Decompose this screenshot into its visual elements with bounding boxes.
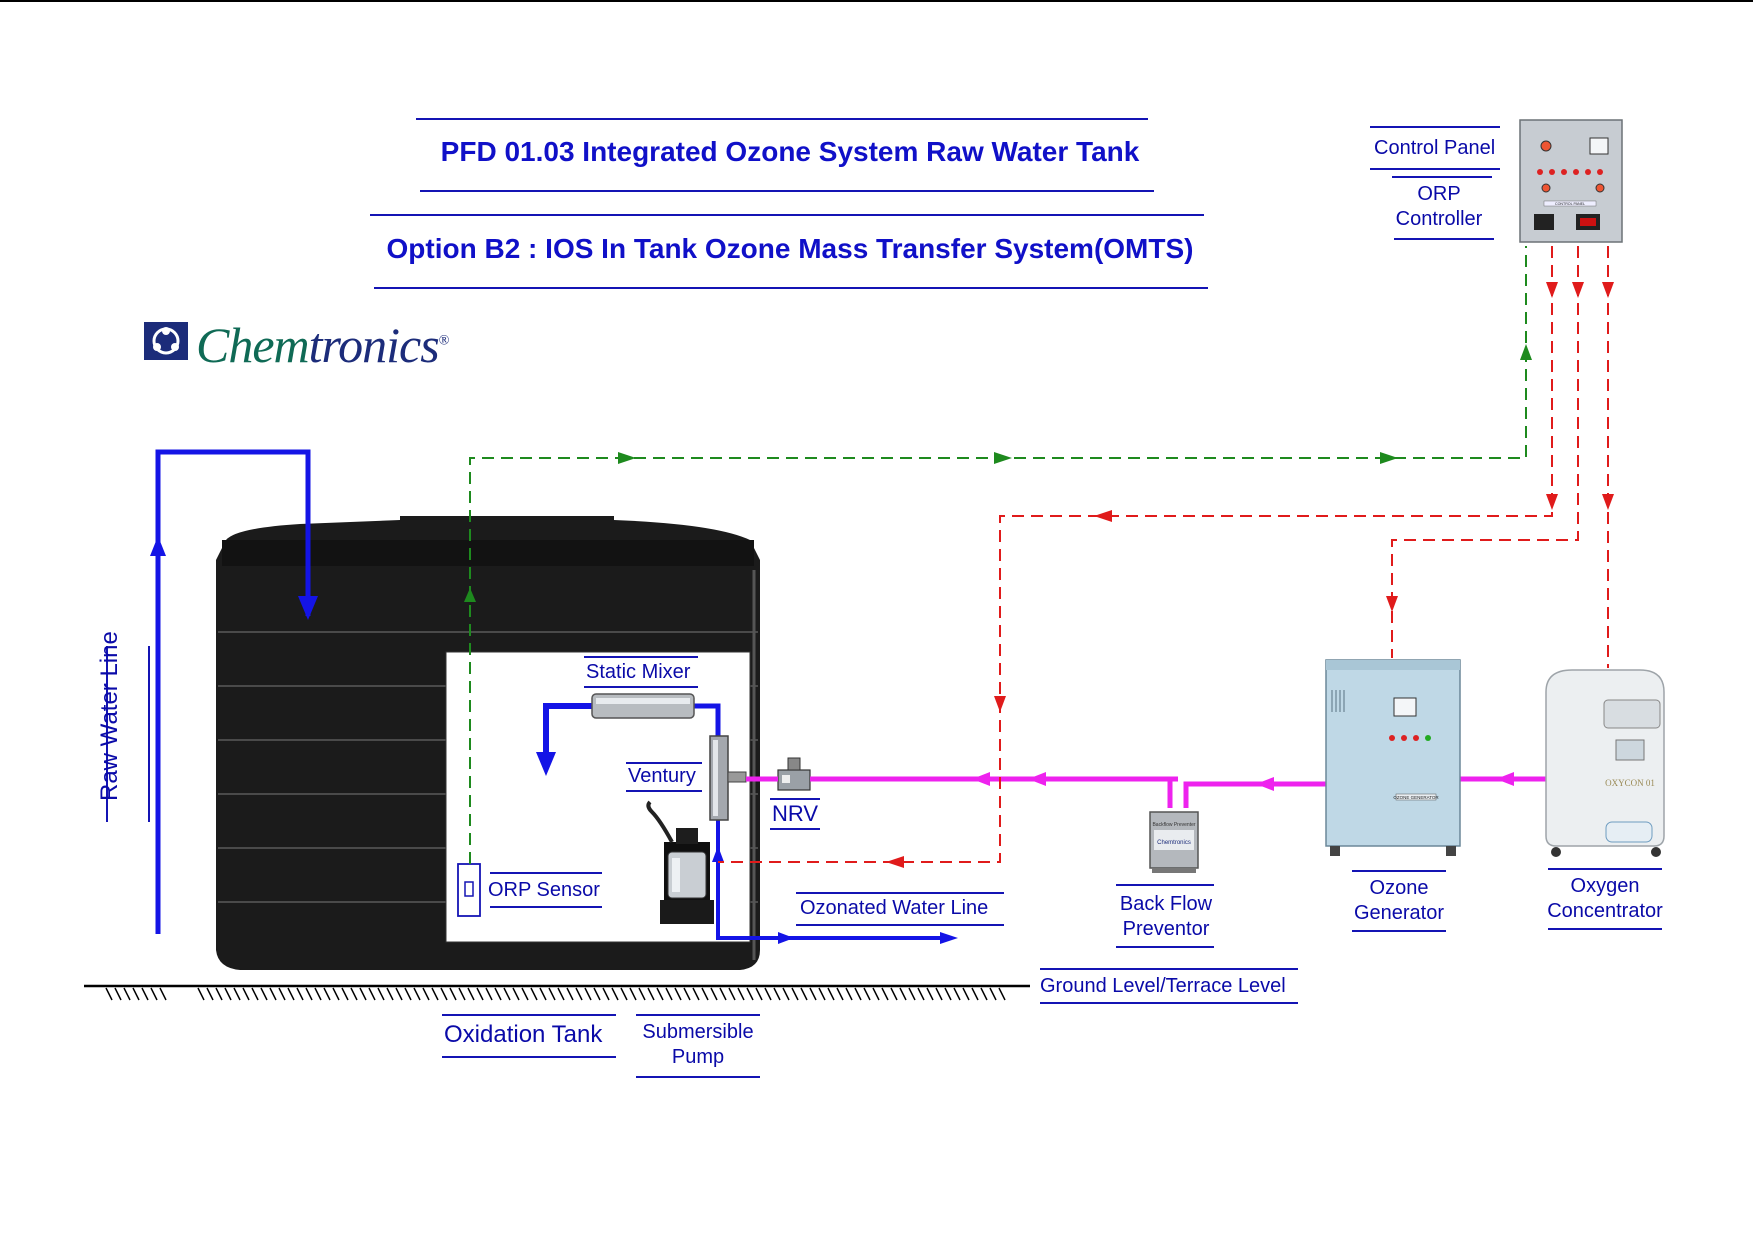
back-flow-rule-bottom <box>1116 946 1214 948</box>
raw-water-pipe <box>155 449 311 934</box>
oxidation-tank-rule-top <box>442 1014 616 1016</box>
panel-plate-text: CONTROL PANEL <box>1555 202 1585 206</box>
subtitle-rule-top <box>370 214 1204 216</box>
back-flow-line-1: Back Flow <box>1119 893 1213 915</box>
static-mixer <box>591 693 695 719</box>
ozone-gen-line-2: Generator <box>1353 902 1445 924</box>
venturi-rule-top <box>626 762 702 764</box>
ozonated-water-line-label: Ozonated Water Line <box>800 897 989 919</box>
back-flow-line-2: Preventor <box>1122 918 1210 940</box>
back-flow-preventer: Backflow Preventer Chemtronics <box>1149 811 1199 873</box>
back-flow-rule-top <box>1116 884 1214 886</box>
orp-controller-rule-bottom <box>1394 238 1494 240</box>
title-rule-bottom <box>420 190 1154 192</box>
nrv-label: NRV <box>772 801 819 826</box>
control-signals <box>718 246 1609 863</box>
submersible-pump <box>646 800 714 924</box>
ground-hatch <box>105 987 1006 1001</box>
oxygen-line-1: Oxygen <box>1570 875 1640 897</box>
diagram-subtitle: Option B2 : IOS In Tank Ozone Mass Trans… <box>386 233 1194 264</box>
venturi-rule-bottom <box>626 790 702 792</box>
oxidation-tank-label: Oxidation Tank <box>444 1021 603 1048</box>
control-panel-label: Control Panel <box>1374 137 1496 159</box>
oxidation-tank-rule-bottom <box>442 1056 616 1058</box>
orp-controller-label: ORP Controller <box>1384 182 1494 232</box>
sub-pump-line-2: Pump <box>671 1046 725 1068</box>
sub-pump-line-1: Submersible <box>642 1021 754 1043</box>
logo-part-tronics: tronics <box>308 317 440 373</box>
ozone-gen-line-1: Ozone <box>1369 877 1429 899</box>
ozone-generator: OZONE GENERATOR <box>1325 659 1461 856</box>
control-panel-rule-top <box>1370 126 1500 128</box>
ground-level-rule-bottom <box>1040 1002 1298 1004</box>
ozonated-water-rule-bottom <box>796 924 1004 926</box>
static-mixer-label: Static Mixer <box>586 661 691 683</box>
registered-mark: ® <box>438 333 450 349</box>
nrv-valve <box>777 757 811 791</box>
submersible-pump-label: Submersible Pump <box>630 1020 766 1070</box>
static-mixer-rule-bottom <box>584 686 698 688</box>
orp-controller-rule-top <box>1392 176 1492 178</box>
orp-sensor-rule-bottom <box>490 906 602 908</box>
subtitle-rule-bottom <box>374 287 1208 289</box>
sub-pump-rule-bottom <box>636 1076 760 1078</box>
ozone-generator-label: Ozone Generator <box>1340 876 1458 926</box>
ground-level-label: Ground Level/Terrace Level <box>1040 975 1286 997</box>
oxygen-line-2: Concentrator <box>1547 900 1663 922</box>
raw-water-rule-right <box>148 646 150 822</box>
logo-part-chem: Chem <box>196 317 310 373</box>
orp-sensor <box>457 863 481 917</box>
control-panel-cabinet: CONTROL PANEL <box>1519 119 1623 243</box>
orp-sensor-rule-top <box>490 872 602 874</box>
mixer-loop-pipe <box>692 703 721 738</box>
ozone-plate-text: OZONE GENERATOR <box>1393 795 1439 800</box>
orp-controller-line-1: ORP <box>1417 183 1461 205</box>
chemtronics-logo-icon <box>144 322 188 360</box>
oxygen-rule-top <box>1548 868 1662 870</box>
ozonated-water-rule-top <box>796 892 1004 894</box>
oxygen-concentrator: OXYCON 01 <box>1545 669 1665 857</box>
nrv-rule-top <box>770 798 820 800</box>
oxygen-rule-bottom <box>1548 928 1662 930</box>
venturi-label: Ventury <box>628 765 696 787</box>
raw-water-rule-left <box>106 646 108 822</box>
static-mixer-rule-top <box>584 656 698 658</box>
bfp-brand-text: Chemtronics <box>1157 840 1191 846</box>
bfp-plate-text: Backflow Preventer <box>1152 822 1195 828</box>
back-flow-preventor-label: Back Flow Preventor <box>1106 892 1226 942</box>
orp-sensor-label: ORP Sensor <box>488 879 600 901</box>
oxygen-concentrator-label: Oxygen Concentrator <box>1536 874 1674 924</box>
diagram-title: PFD 01.03 Integrated Ozone System Raw Wa… <box>440 136 1140 167</box>
ozone-gen-rule-top <box>1352 870 1446 872</box>
ozonated-water-pipe <box>716 868 952 940</box>
oxycon-plate-text: OXYCON 01 <box>1605 778 1655 788</box>
raw-water-line-label: Raw Water Line <box>96 631 123 801</box>
ozone-gen-rule-bottom <box>1352 930 1446 932</box>
title-rule-top <box>416 118 1148 120</box>
sub-pump-rule-top <box>636 1014 760 1016</box>
control-panel-rule-mid <box>1370 168 1500 170</box>
nrv-rule-bottom <box>770 828 820 830</box>
orp-controller-line-2: Controller <box>1395 208 1483 230</box>
ground-level-rule-top <box>1040 968 1298 970</box>
company-logo-wordmark: Chemtronics® <box>196 316 450 374</box>
venturi-injector <box>709 735 747 821</box>
